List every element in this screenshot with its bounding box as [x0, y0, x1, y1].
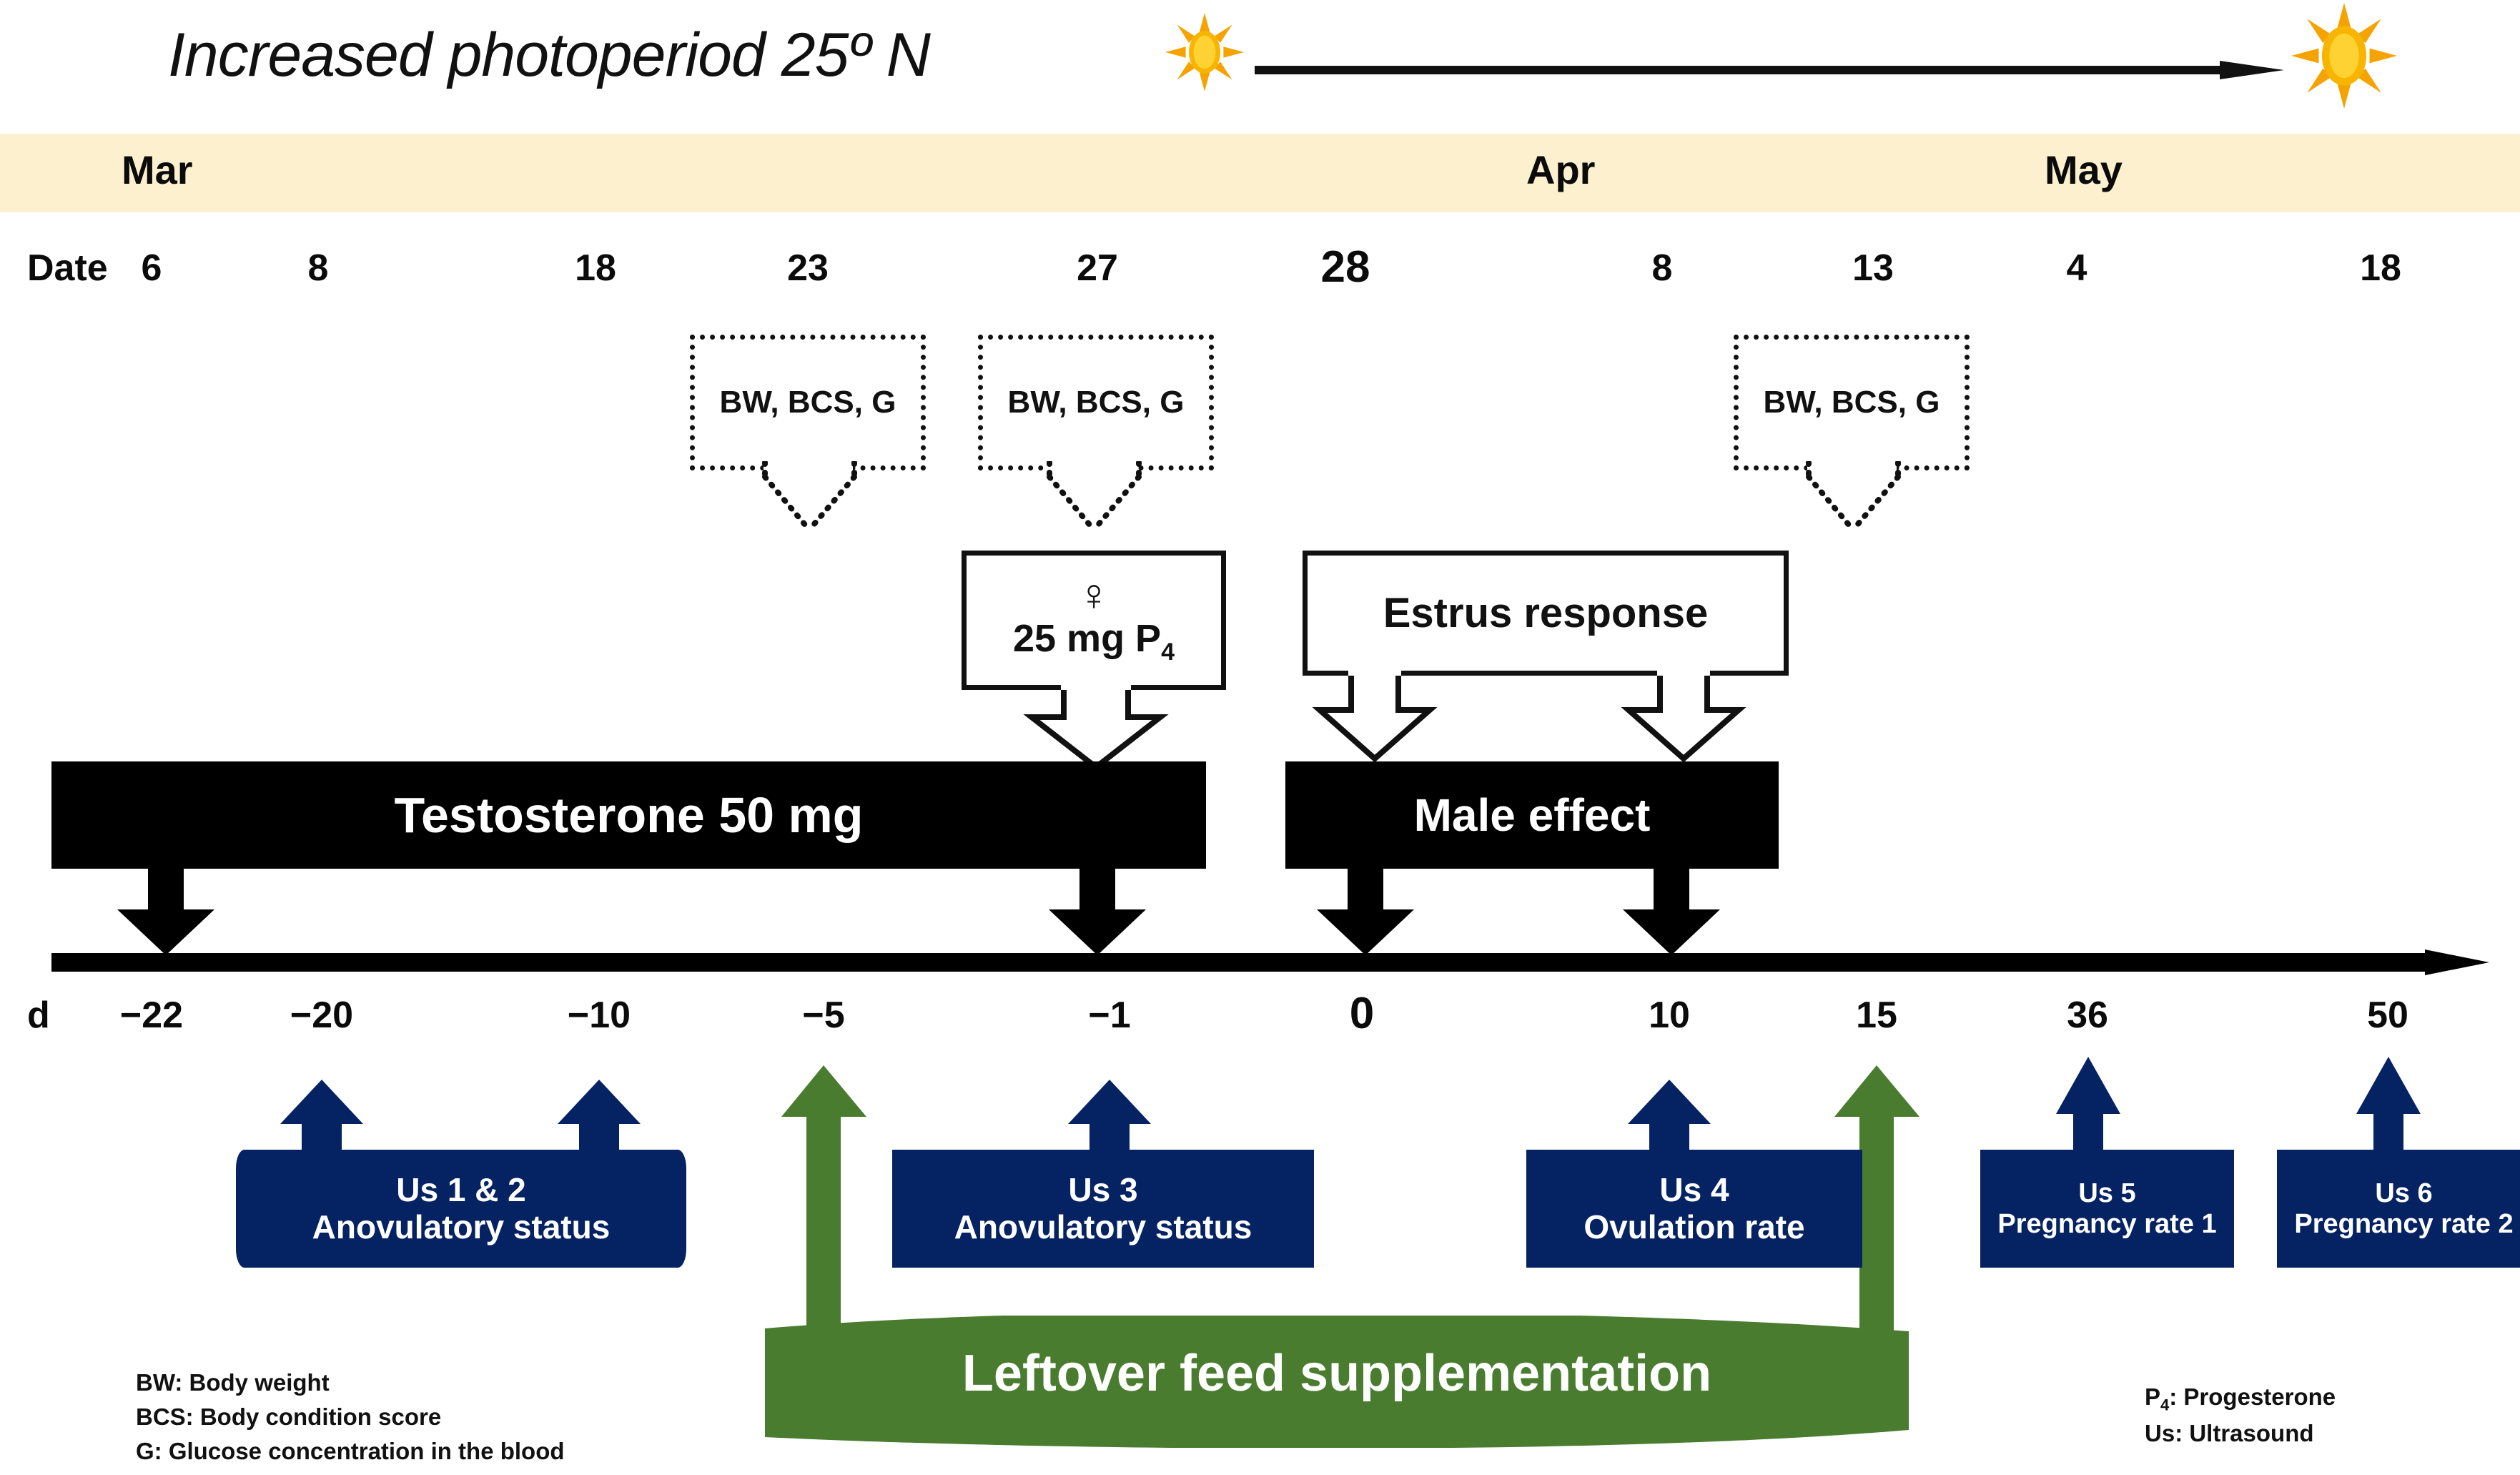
- callout-notch: [764, 465, 853, 473]
- progesterone-box: ♀ 25 mg P4: [962, 551, 1226, 690]
- day-tick: 10: [1649, 995, 1690, 1036]
- day-tick: −10: [567, 995, 631, 1036]
- month-band: [0, 134, 2520, 212]
- ultrasound-title: Us 1 & 2: [396, 1170, 526, 1208]
- ultrasound-subtitle: Ovulation rate: [1583, 1208, 1805, 1245]
- date-tick: 23: [787, 247, 829, 289]
- ultrasound-title: Us 5: [2078, 1178, 2136, 1208]
- date-tick: 8: [307, 247, 329, 289]
- month-label-apr: Apr: [1526, 147, 1596, 192]
- male-effect-down-arrow-icon: [1614, 865, 1729, 962]
- day-tick: −5: [802, 995, 845, 1036]
- feed-up-arrow-icon: [1832, 1065, 1922, 1369]
- legend-item: BW: Body weight: [136, 1369, 330, 1396]
- legend-item: Us: Ultrasound: [2145, 1420, 2314, 1447]
- date-tick: 4: [2066, 247, 2087, 289]
- ultrasound-subtitle: Pregnancy rate 2: [2294, 1208, 2514, 1239]
- day-tick: 50: [2367, 995, 2408, 1036]
- estrus-response-box: Estrus response: [1303, 551, 1789, 676]
- ultrasound-box-1: Us 1 & 2 Anovulatory status: [236, 1150, 686, 1268]
- page-title: Increased photoperiod 25º N: [168, 21, 931, 89]
- ultrasound-title: Us 6: [2375, 1178, 2433, 1208]
- legend-item: BCS: Body condition score: [136, 1403, 442, 1430]
- callout-notch: [1807, 465, 1897, 473]
- ultrasound-box-6: Us 6 Pregnancy rate 2: [2277, 1150, 2520, 1268]
- month-label-mar: Mar: [122, 147, 193, 192]
- sun-icon: [2291, 3, 2397, 109]
- p4-down-arrow-icon: [1014, 680, 1178, 774]
- ultrasound-box-4: Us 4 Ovulation rate: [1526, 1150, 1862, 1268]
- date-tick: 8: [1651, 247, 1673, 289]
- ultrasound-up-arrow-icon: [277, 1080, 366, 1162]
- legend-abbreviations-left: BW: Body weight BCS: Body condition scor…: [136, 1366, 565, 1469]
- date-tick: 27: [1077, 247, 1118, 289]
- day-tick: 36: [2067, 995, 2108, 1036]
- day-tick-emphasis: 0: [1349, 989, 1375, 1038]
- day-axis-label: d: [27, 995, 50, 1036]
- dotted-down-arrow-icon: [1802, 461, 1905, 540]
- ultrasound-up-arrow-icon: [1625, 1080, 1714, 1162]
- ultrasound-subtitle: Anovulatory status: [312, 1208, 611, 1245]
- sun-icon: [1165, 13, 1244, 92]
- ultrasound-up-arrow-icon: [555, 1080, 643, 1162]
- day-tick: −22: [119, 995, 184, 1036]
- month-label-may: May: [2045, 147, 2123, 192]
- male-effect-bar: Male effect: [1285, 761, 1779, 869]
- ultrasound-up-arrow-icon: [2049, 1057, 2128, 1164]
- measurement-callout: BW, BCS, G: [690, 335, 926, 470]
- testosterone-bar: Testosterone 50 mg: [51, 761, 1206, 869]
- legend-item: P4: Progesterone: [2145, 1383, 2336, 1414]
- feed-supplementation-banner: [765, 1311, 1909, 1449]
- right-arrow-icon: [1255, 61, 2284, 79]
- dotted-down-arrow-icon: [758, 461, 861, 540]
- ultrasound-subtitle: Pregnancy rate 1: [1997, 1208, 2217, 1239]
- date-tick: 13: [1852, 247, 1894, 289]
- date-tick: 6: [141, 247, 162, 289]
- ultrasound-up-arrow-icon: [2349, 1057, 2428, 1164]
- date-axis-label: Date: [27, 247, 108, 289]
- feed-up-arrow-icon: [779, 1065, 869, 1369]
- ultrasound-title: Us 3: [1068, 1170, 1138, 1208]
- day-tick: 15: [1856, 995, 1897, 1036]
- date-tick: 18: [575, 247, 616, 289]
- ultrasound-title: Us 4: [1659, 1170, 1729, 1208]
- day-tick: −20: [290, 995, 354, 1036]
- dotted-down-arrow-icon: [1042, 461, 1146, 540]
- estrus-down-arrow-icon: [1308, 666, 1444, 766]
- estrus-down-arrow-icon: [1617, 666, 1753, 766]
- estrus-response-label: Estrus response: [1383, 590, 1709, 636]
- progesterone-dose-label: 25 mg P4: [1012, 616, 1175, 666]
- date-tick-emphasis: 28: [1320, 242, 1370, 292]
- ultrasound-subtitle: Anovulatory status: [954, 1208, 1252, 1245]
- measurement-callout: BW, BCS, G: [1734, 335, 1970, 470]
- male-effect-down-arrow-icon: [1308, 865, 1423, 962]
- ultrasound-box-3: Us 3 Anovulatory status: [892, 1150, 1314, 1268]
- ultrasound-box-5: Us 5 Pregnancy rate 1: [1980, 1150, 2234, 1268]
- testosterone-down-arrow-icon: [109, 865, 223, 962]
- legend-item: G: Glucose concentration in the blood: [136, 1437, 565, 1464]
- day-tick: −1: [1088, 995, 1131, 1036]
- timeline-axis: [51, 949, 2489, 975]
- measurement-callout: BW, BCS, G: [978, 335, 1214, 470]
- ultrasound-up-arrow-icon: [1065, 1080, 1154, 1162]
- callout-notch: [1047, 465, 1137, 473]
- date-tick: 18: [2360, 247, 2401, 289]
- legend-abbreviations-right: P4: Progesterone Us: Ultrasound: [2145, 1380, 2336, 1451]
- testosterone-down-arrow-icon: [1040, 865, 1155, 962]
- venus-symbol-icon: ♀: [1077, 571, 1111, 621]
